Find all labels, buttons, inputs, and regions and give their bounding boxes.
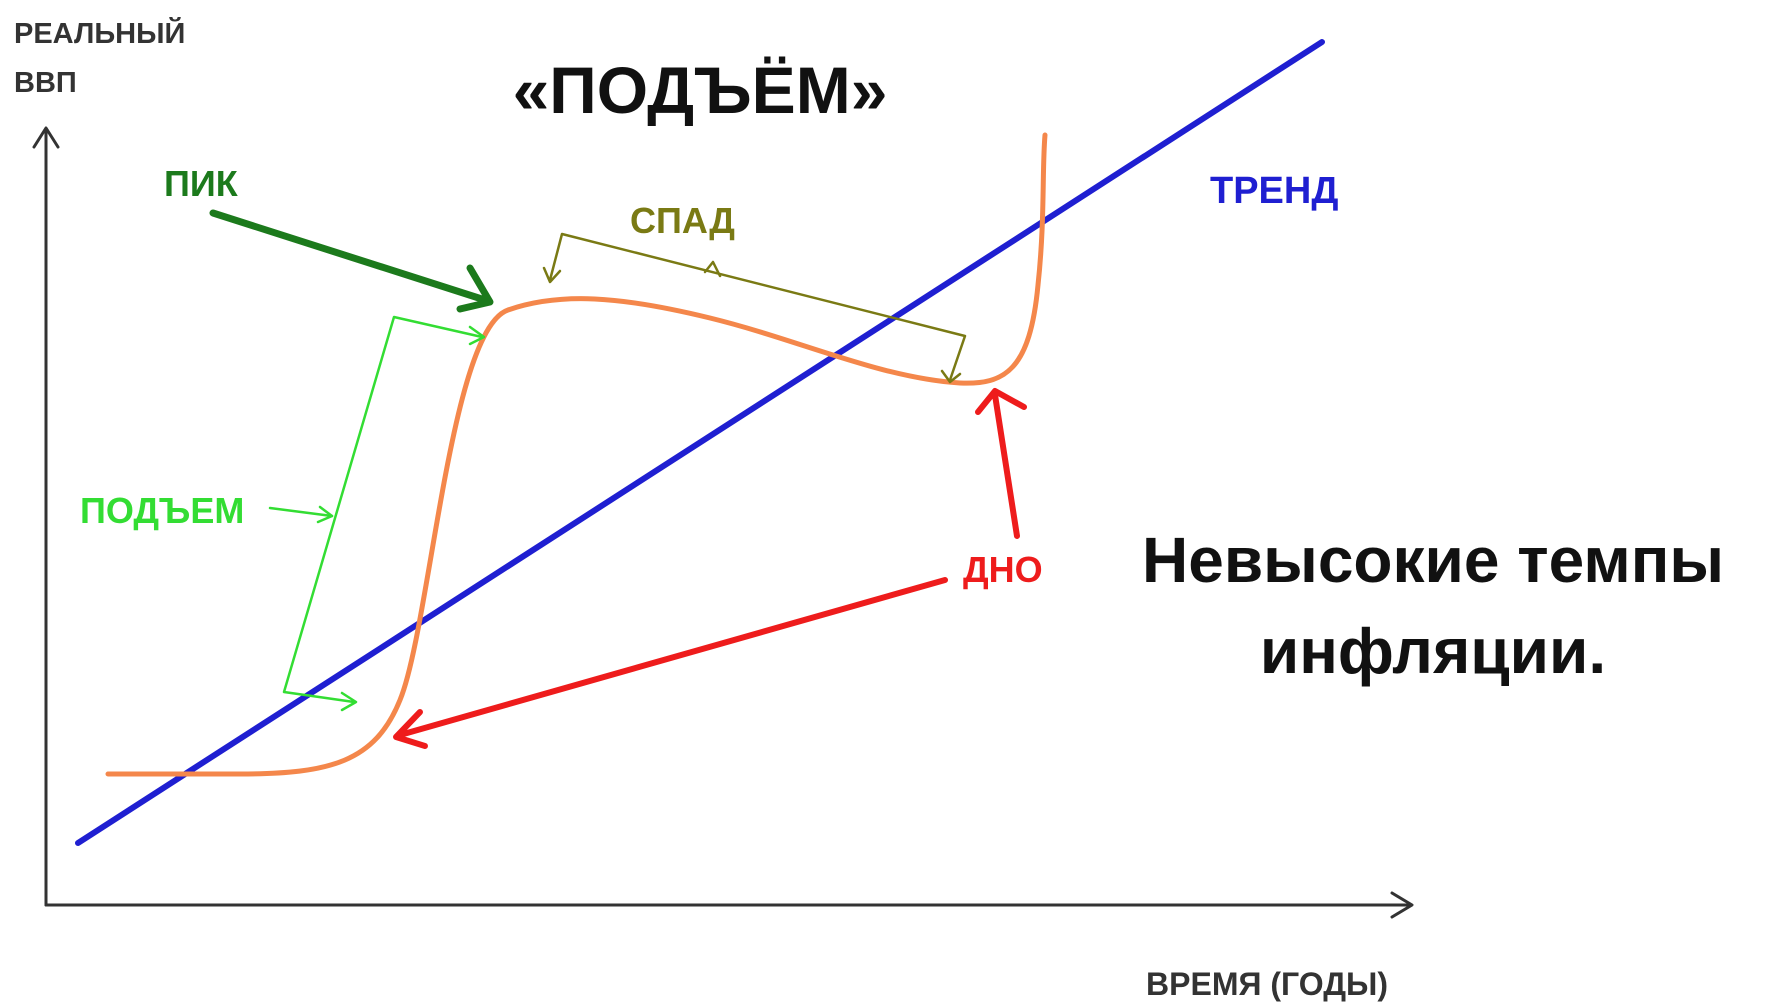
y-axis-label-line2: ВВП (14, 67, 77, 99)
rise-bracket (268, 315, 486, 712)
y-axis-label-line1: РЕАЛЬНЫЙ (14, 16, 185, 50)
axes (32, 126, 1414, 919)
peak-arrow (209, 209, 494, 313)
trend-line (75, 39, 1325, 846)
rise-label: ПОДЪЕМ (80, 490, 244, 531)
x-axis-arrowhead (1390, 891, 1414, 919)
page-title: «ПОДЪЁМ» (513, 53, 888, 127)
decline-label: СПАД (630, 200, 735, 241)
gdp-curve (105, 132, 1048, 777)
bottom-arrow-left (397, 577, 948, 738)
inflation-note-line2: инфляции. (1260, 615, 1606, 687)
inflation-note-line1: Невысокие темпы (1142, 524, 1724, 596)
bottom-label: ДНО (963, 549, 1043, 590)
bottom-arrow-up (992, 392, 1020, 539)
x-axis-label: ВРЕМЯ (ГОДЫ) (1146, 966, 1388, 1002)
peak-label: ПИК (164, 163, 239, 204)
y-axis-arrowhead (32, 126, 60, 149)
decline-bracket (542, 232, 967, 384)
bottom-arrows (393, 388, 1027, 749)
trend-label: ТРЕНД (1210, 170, 1338, 212)
